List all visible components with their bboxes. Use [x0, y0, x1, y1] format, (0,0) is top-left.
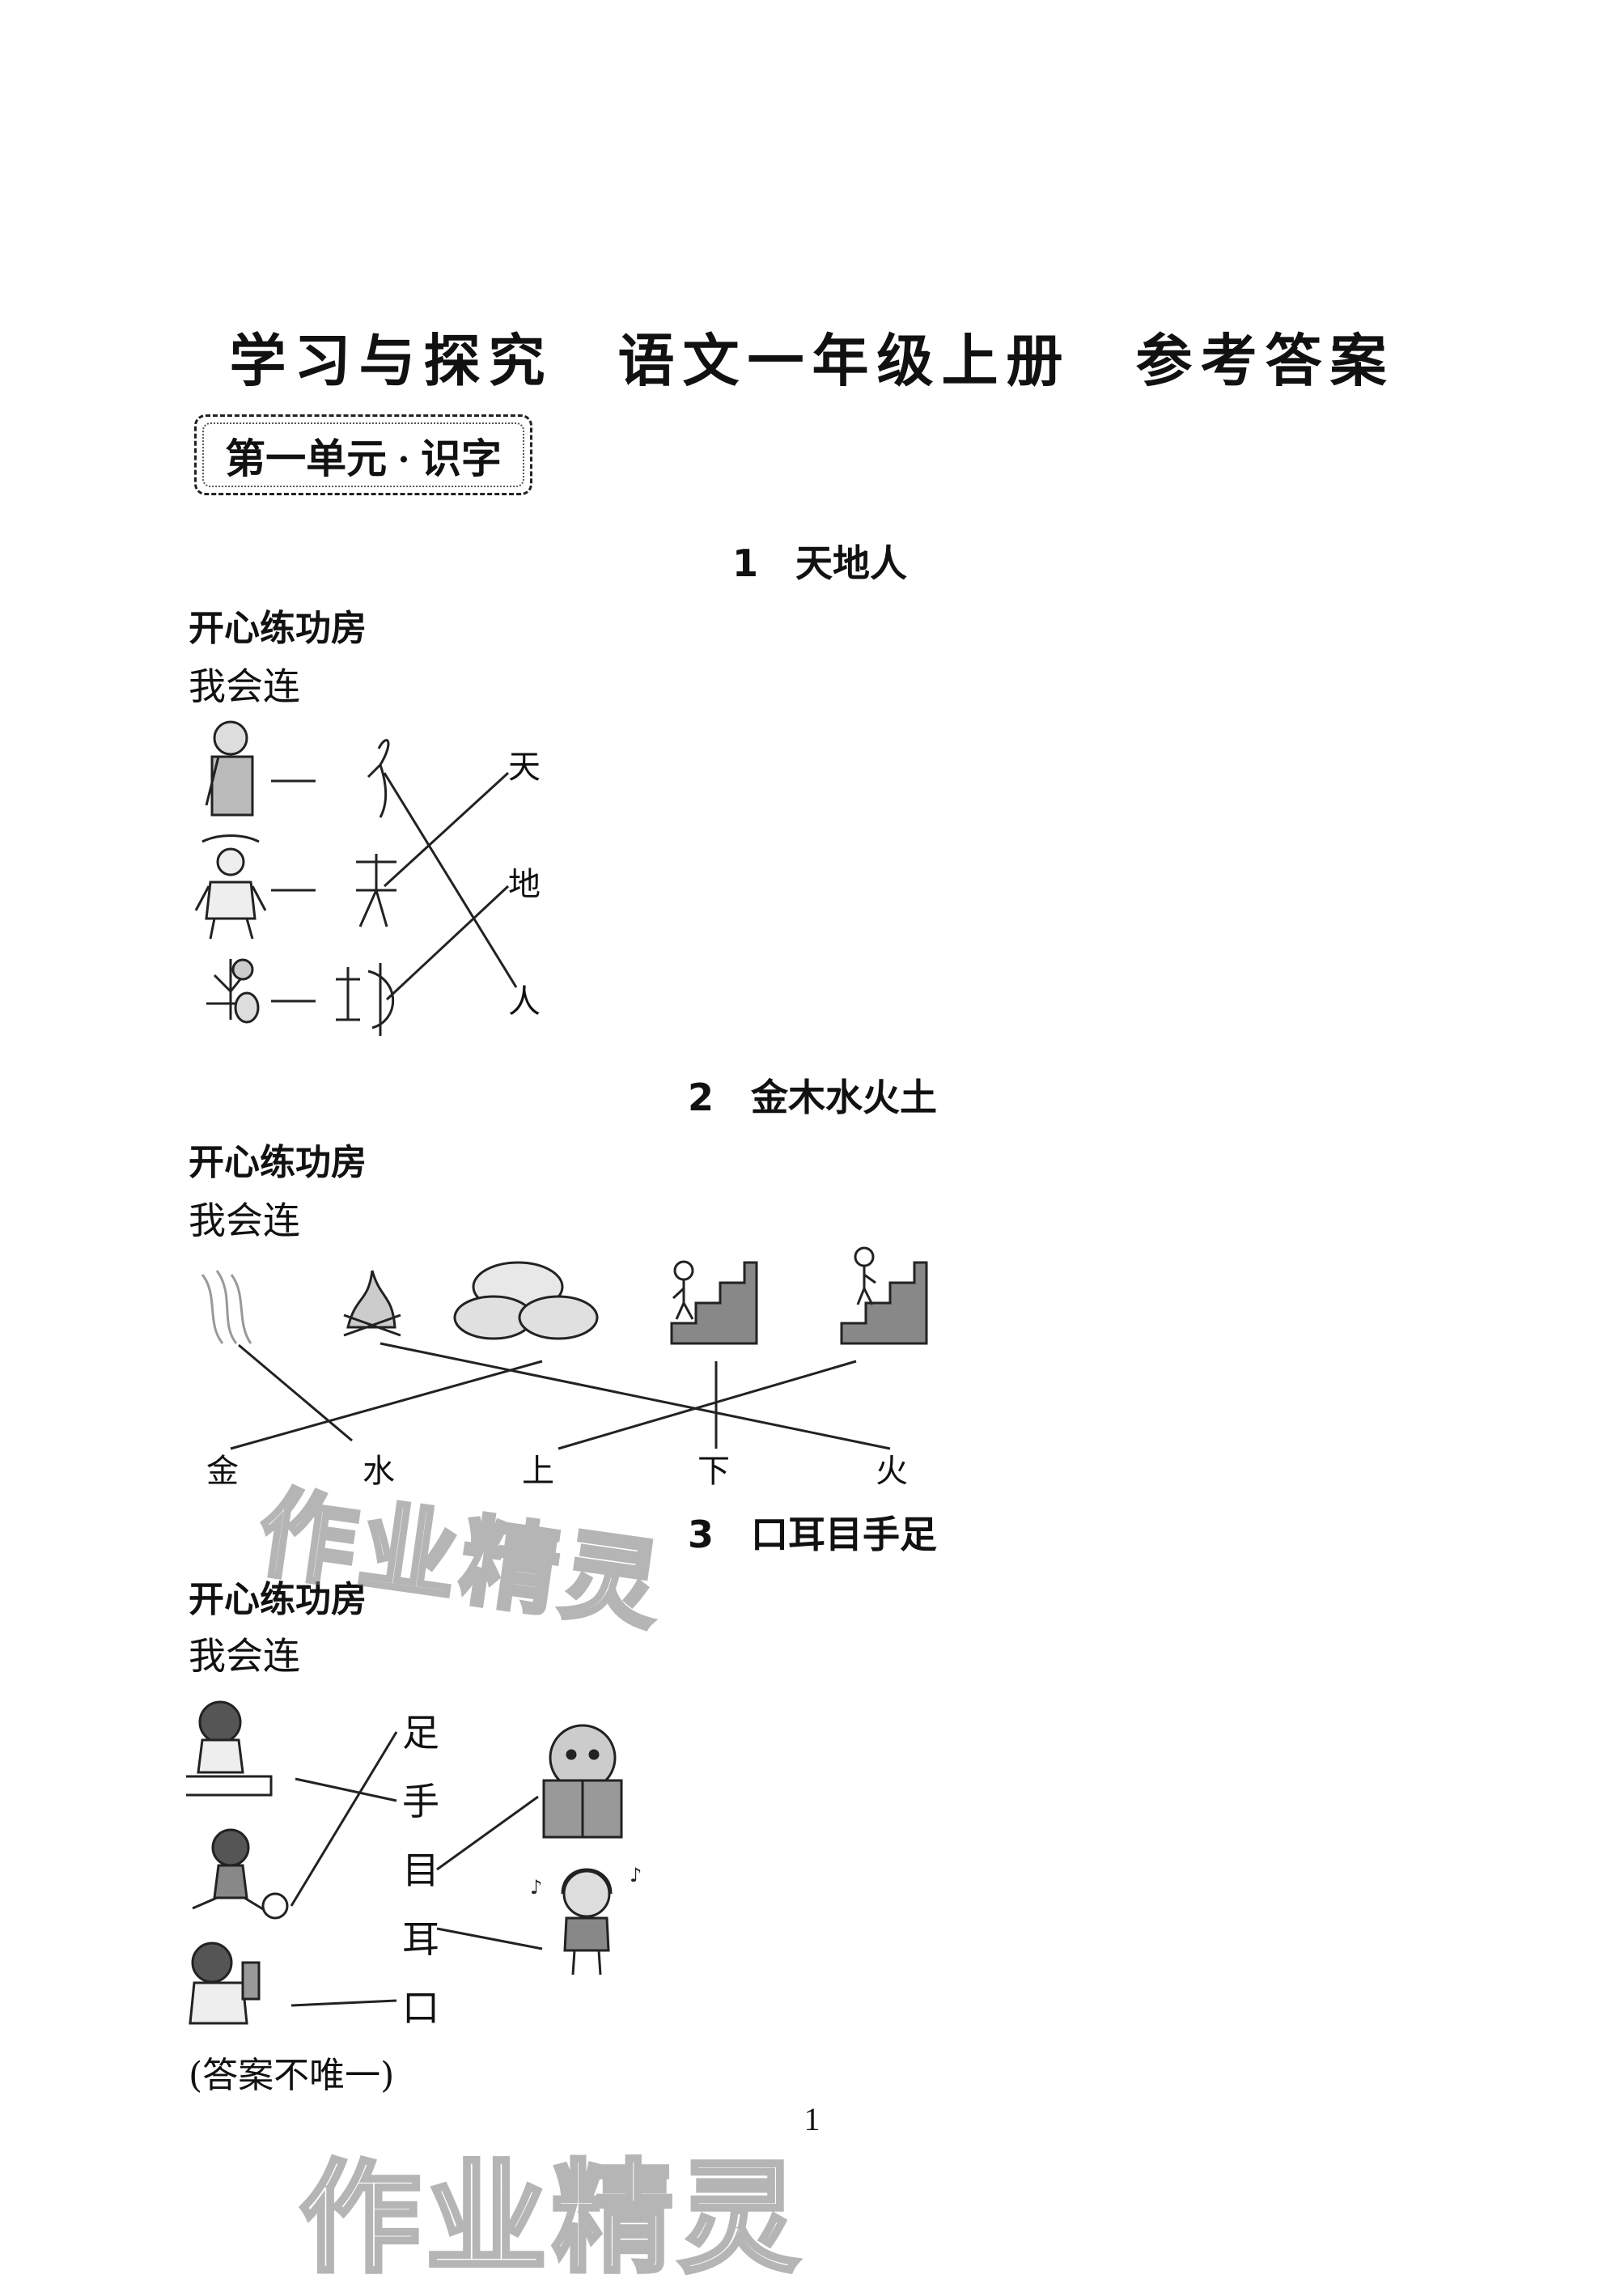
gold-ingot-picture	[453, 1261, 599, 1340]
lesson-3-heading: 3 口耳目手足	[688, 1513, 938, 1556]
match-line-mu	[436, 1795, 539, 1871]
water-picture	[201, 1270, 252, 1344]
match-line-tian	[383, 771, 510, 888]
lesson-3-section: 开心练功房	[189, 1579, 367, 1620]
lesson-3-char-shou: 手	[402, 1780, 439, 1823]
unit-title-box: 第一单元 · 识字	[194, 414, 532, 495]
lesson-1-char-ren: 人	[508, 983, 541, 1021]
lesson-3-task: 我会连	[189, 1634, 300, 1678]
lesson-2-char-shang: 上	[522, 1453, 554, 1490]
lesson-3-char-zu: 足	[402, 1711, 439, 1755]
page-number: 1	[804, 2101, 820, 2137]
plant-picture	[206, 958, 260, 1024]
ancient-ren-glyph	[367, 739, 390, 818]
eye-reading-picture	[542, 1724, 623, 1839]
lesson-2-char-shui: 水	[363, 1453, 395, 1490]
unit-title: 第一单元 · 识字	[225, 436, 502, 482]
lesson-2-char-xia: 下	[698, 1453, 730, 1490]
lesson-3-note: (答案不唯一)	[189, 2055, 395, 2096]
lesson-1-section: 开心练功房	[189, 608, 367, 649]
ancient-tian-glyph	[356, 854, 396, 927]
watermark-bottom: 作业精灵	[297, 2147, 805, 2292]
match-line-shang	[558, 1360, 857, 1450]
match-line-shui	[238, 1343, 353, 1442]
mouth-drinking-picture	[189, 1942, 261, 2025]
ear-listening-picture: ♪ ♪	[530, 1864, 642, 1976]
match-line-huo	[379, 1342, 891, 1450]
match-line-zu	[290, 1731, 398, 1907]
lesson-2-section: 开心练功房	[189, 1142, 367, 1183]
stairs-down-picture	[670, 1260, 758, 1345]
svg-text:♪: ♪	[530, 1876, 542, 1899]
man-picture	[194, 834, 267, 940]
page-title: 学习与探究 语文一年级上册 参考答案	[229, 327, 1395, 394]
lesson-3-char-kou: 口	[402, 1986, 439, 2030]
svg-text:♪: ♪	[630, 1864, 642, 1886]
lesson-1-task: 我会连	[189, 664, 300, 708]
lesson-3-char-mu: 目	[402, 1848, 439, 1892]
foot-kicking-picture	[192, 1828, 289, 1920]
unit-title-box-inner-border	[202, 422, 524, 487]
match-line-ren	[383, 772, 518, 988]
lesson-2-char-jin: 金	[206, 1453, 239, 1490]
person-picture	[205, 720, 254, 817]
stairs-up-picture	[840, 1246, 928, 1345]
match-line-er	[436, 1927, 543, 1950]
lesson-1-char-di: 地	[508, 866, 541, 903]
hand-writing-picture	[186, 1700, 273, 1797]
lesson-1-char-tian: 天	[508, 749, 541, 786]
fire-picture	[343, 1270, 401, 1337]
ancient-di-glyph	[336, 963, 395, 1036]
match-line-di	[385, 885, 510, 1001]
lesson-1-heading: 1 天地人	[732, 541, 908, 585]
match-line-jin	[230, 1360, 543, 1450]
match-line-kou	[290, 1999, 397, 2007]
lesson-3-char-er: 耳	[402, 1917, 439, 1961]
match-line-shou	[295, 1777, 397, 1802]
lesson-2-task: 我会连	[189, 1199, 300, 1242]
lesson-2-heading: 2 金木水火土	[688, 1076, 938, 1119]
lesson-2-char-huo: 火	[876, 1453, 908, 1490]
